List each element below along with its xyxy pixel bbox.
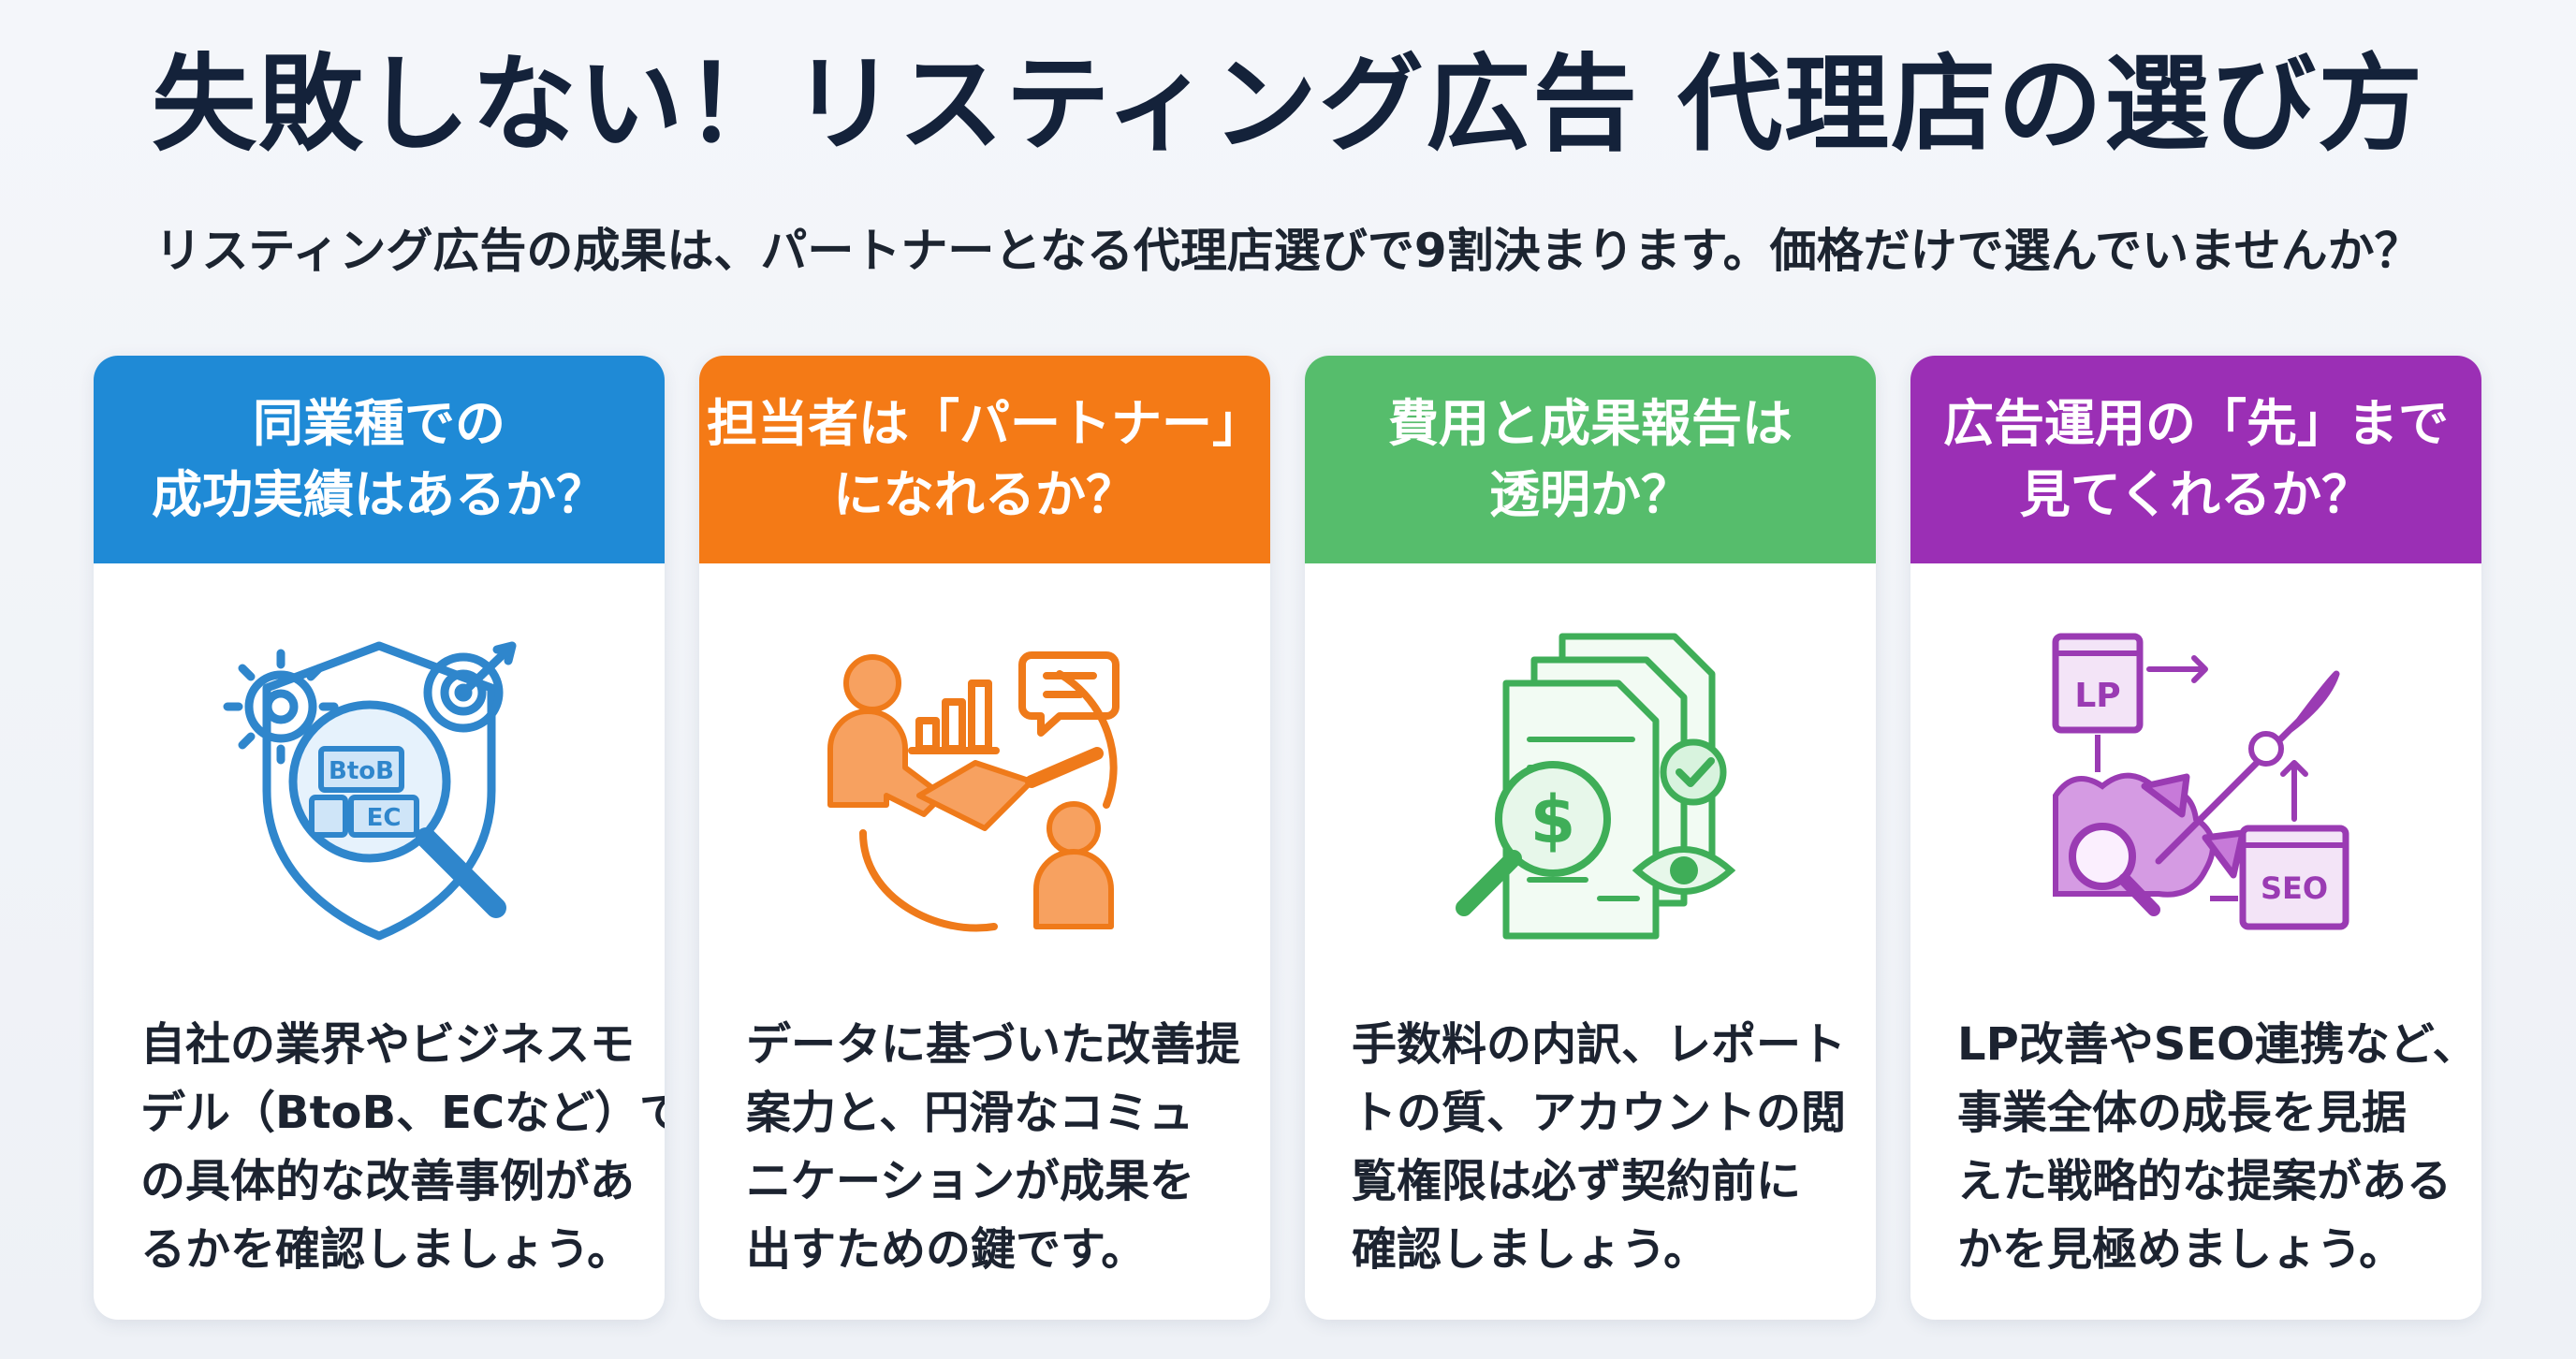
card-body: 手数料の内訳、レポート トの質、アカウントの閲 覧権限は必ず契約前に 確認しまし… bbox=[1352, 1011, 1847, 1284]
documents-dollar-magnifier-eye-icon: $ bbox=[1305, 590, 1876, 983]
card-heading-line1: 担当者は「パートナー」 bbox=[707, 394, 1263, 454]
rocket-lp-seo-icon: LP SEO bbox=[1910, 590, 2481, 983]
card-cost-transparency: 費用と成果報告は 透明か？ $ bbox=[1305, 356, 1876, 1320]
card-body-line: ニケーションが成果を bbox=[746, 1154, 1195, 1207]
card-header: 同業種での 成功実績はあるか？ bbox=[94, 356, 665, 563]
page-subtitle: リスティング広告の成果は、パートナーとなる代理店選びで9割決まります。価格だけで… bbox=[154, 224, 2422, 278]
card-body-line: えた戦略的な提案がある bbox=[1957, 1154, 2452, 1207]
handshake-people-chart-chat-icon bbox=[699, 590, 1270, 983]
card-body-line: の具体的な改善事例があ bbox=[140, 1154, 636, 1207]
card-body-line: 案力と、円滑なコミュ bbox=[746, 1086, 1194, 1139]
card-industry-track-record: 同業種での 成功実績はあるか？ bbox=[94, 356, 665, 1320]
shield-gear-target-magnifier-icon: BtoB EC bbox=[94, 590, 665, 983]
card-body-line: トの質、アカウントの閲 bbox=[1352, 1086, 1847, 1139]
page-title: 失敗しない！リスティング広告 代理店の選び方 bbox=[151, 44, 2425, 166]
card-body-line: 出すための鍵です。 bbox=[746, 1222, 1147, 1276]
card-heading-line1: 広告運用の「先」まで bbox=[1943, 394, 2449, 454]
card-body-line: かを見極めましょう。 bbox=[1957, 1222, 2405, 1276]
card-heading-line2: 透明か？ bbox=[1489, 465, 1691, 524]
card-header: 広告運用の「先」まで 見てくれるか？ bbox=[1910, 356, 2481, 563]
card-heading-line1: 費用と成果報告は bbox=[1388, 394, 1793, 454]
card-body-line: データに基づいた改善提 bbox=[746, 1018, 1241, 1071]
card-body-line: 覧権限は必ず契約前に bbox=[1352, 1154, 1802, 1207]
icon-label-seo: SEO bbox=[2261, 870, 2328, 906]
card-heading-line2: 見てくれるか？ bbox=[2019, 465, 2373, 524]
card-body-line: るかを確認しましょう。 bbox=[140, 1222, 633, 1276]
card-heading-line2: になれるか？ bbox=[833, 465, 1136, 524]
card-header: 費用と成果報告は 透明か？ bbox=[1305, 356, 1876, 563]
icon-label-btob: BtoB bbox=[329, 757, 394, 785]
card-body-line: 確認しましょう。 bbox=[1352, 1222, 1709, 1276]
card-grid: 同業種での 成功実績はあるか？ bbox=[94, 356, 2482, 1320]
card-partner-relationship: 担当者は「パートナー」 になれるか？ bbox=[699, 356, 1270, 1320]
card-body-line: 自社の業界やビジネスモ bbox=[140, 1018, 636, 1071]
svg-text:$: $ bbox=[1530, 782, 1576, 858]
card-header: 担当者は「パートナー」 になれるか？ bbox=[699, 356, 1270, 563]
card-body-line: 事業全体の成長を見据 bbox=[1957, 1086, 2408, 1139]
card-body-line: 手数料の内訳、レポート bbox=[1352, 1018, 1847, 1071]
card-beyond-ads: 広告運用の「先」まで 見てくれるか？ LP bbox=[1910, 356, 2481, 1320]
icon-label-lp: LP bbox=[2074, 677, 2120, 715]
card-heading-line1: 同業種での bbox=[253, 394, 505, 454]
card-body: LP改善やSEO連携など、 事業全体の成長を見据 えた戦略的な提案がある かを見… bbox=[1957, 1011, 2478, 1284]
icon-label-ec: EC bbox=[367, 804, 402, 832]
card-body: データに基づいた改善提 案力と、円滑なコミュ ニケーションが成果を 出すための鍵… bbox=[746, 1011, 1241, 1284]
card-heading-line2: 成功実績はあるか？ bbox=[152, 465, 607, 524]
card-body: 自社の業界やビジネスモ デル（BtoB、ECなど）で の具体的な改善事例があ る… bbox=[140, 1011, 665, 1284]
card-body-line: LP改善やSEO連携など、 bbox=[1957, 1018, 2478, 1071]
card-body-line: デル（BtoB、ECなど）で bbox=[140, 1086, 665, 1139]
